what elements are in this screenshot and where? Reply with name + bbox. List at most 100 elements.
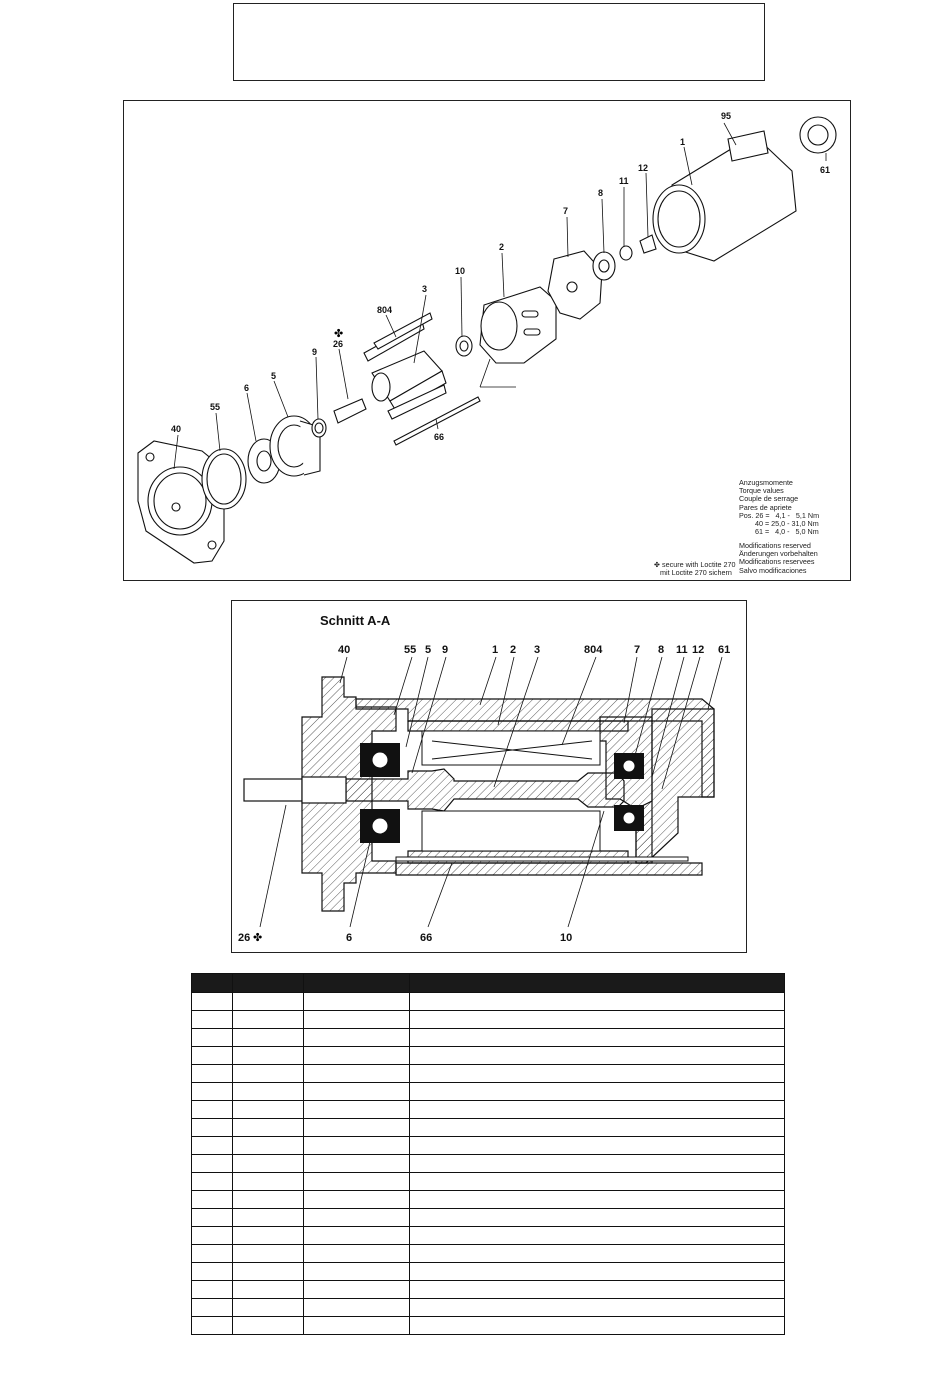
screw-12 [639, 234, 657, 254]
table-cell [302, 1100, 410, 1119]
table-cell [231, 1316, 304, 1335]
callout-55: 55 [210, 402, 220, 412]
label-12: 12 [692, 644, 704, 656]
table-cell [302, 1190, 410, 1209]
housing-1-bottom [395, 862, 703, 876]
table-cell [191, 992, 233, 1011]
bearing-6 [360, 743, 400, 843]
callout-61: 61 [820, 165, 830, 175]
callout-8: 8 [598, 188, 603, 198]
bearing-8 [614, 753, 644, 831]
table-cell [408, 1226, 786, 1245]
table-cell [231, 1172, 304, 1191]
label-9: 9 [442, 644, 448, 656]
exploded-drawing: 95 1 61 12 11 8 7 2 10 3 804 26 9 5 6 55… [137, 111, 837, 564]
torque-values-note: Anzugsmomente Torque values Couple de se… [739, 478, 820, 537]
parts-table-body [191, 992, 786, 1335]
table-cell [191, 1280, 233, 1299]
table-cell [191, 1100, 233, 1119]
table-row [191, 1100, 786, 1119]
table-cell [231, 1262, 304, 1281]
table-header-row [191, 973, 786, 993]
table-row [191, 1118, 786, 1137]
table-row [191, 1028, 786, 1047]
table-cell [302, 1010, 410, 1029]
callout-3: 3 [422, 284, 427, 294]
table-cell [231, 992, 304, 1011]
callout-66: 66 [434, 432, 444, 442]
table-cell [191, 1172, 233, 1191]
table-row [191, 1262, 786, 1281]
table-row [191, 1190, 786, 1209]
label-2: 2 [510, 644, 516, 656]
table-cell [231, 1244, 304, 1263]
table-cell [231, 1226, 304, 1245]
loctite-icon: ✤ [654, 560, 661, 569]
table-cell [231, 1082, 304, 1101]
table-cell [231, 1136, 304, 1155]
table-cell [408, 992, 786, 1011]
pin-66 [393, 396, 481, 446]
table-row [191, 992, 786, 1011]
table-cell [408, 1208, 786, 1227]
table-row [191, 1208, 786, 1227]
label-804: 804 [584, 644, 603, 656]
loctite-note: ✤ secure with Loctite 270 mit Loctite 27… [654, 560, 736, 578]
table-cell [302, 1244, 410, 1263]
table-cell [302, 1280, 410, 1299]
callout-5: 5 [271, 371, 276, 381]
table-row [191, 1280, 786, 1299]
table-cell [408, 1028, 786, 1047]
table-row [191, 1316, 786, 1335]
table-cell [302, 1064, 410, 1083]
table-cell [231, 1298, 304, 1317]
table-cell [408, 1172, 786, 1191]
table-cell [408, 1064, 786, 1083]
callout-7: 7 [563, 206, 568, 216]
table-cell [191, 1136, 233, 1155]
table-row [191, 1046, 786, 1065]
label-5: 5 [425, 644, 431, 656]
header-cell [302, 973, 410, 993]
table-cell [302, 1298, 410, 1317]
modifications-note: Modifications reserved Änderungen vorbeh… [739, 541, 818, 575]
table-row [191, 1298, 786, 1317]
table-cell [302, 992, 410, 1011]
label-8: 8 [658, 644, 664, 656]
table-row [191, 1154, 786, 1173]
table-cell [408, 1136, 786, 1155]
table-cell [191, 1226, 233, 1245]
callout-2: 2 [499, 242, 504, 252]
table-cell [231, 1064, 304, 1083]
section-title: Schnitt A-A [320, 613, 391, 628]
table-cell [191, 1064, 233, 1083]
table-cell [302, 1226, 410, 1245]
rotor-shaft-3 [345, 768, 625, 812]
callout-11: 11 [619, 176, 629, 186]
callout-804: 804 [377, 305, 392, 315]
table-cell [191, 1190, 233, 1209]
header-cell [191, 973, 233, 993]
nut-26 [333, 398, 367, 424]
table-cell [231, 1118, 304, 1137]
pin-66 [395, 856, 689, 862]
table-row [191, 1082, 786, 1101]
callout-6: 6 [244, 383, 249, 393]
table-cell [191, 1262, 233, 1281]
table-cell [191, 1118, 233, 1137]
table-cell [302, 1028, 410, 1047]
callout-10: 10 [455, 266, 465, 276]
label-6: 6 [346, 932, 352, 944]
table-cell [408, 1046, 786, 1065]
rotor-body-top [421, 730, 601, 766]
rotor-body-bottom [421, 810, 601, 852]
table-cell [191, 1010, 233, 1029]
drive-shaft-26 [243, 778, 303, 802]
table-cell [408, 1118, 786, 1137]
label-7: 7 [634, 644, 640, 656]
table-cell [191, 1244, 233, 1263]
table-cell [191, 1298, 233, 1317]
table-cell [231, 1280, 304, 1299]
label-40: 40 [338, 644, 350, 656]
header-cell [408, 973, 786, 993]
